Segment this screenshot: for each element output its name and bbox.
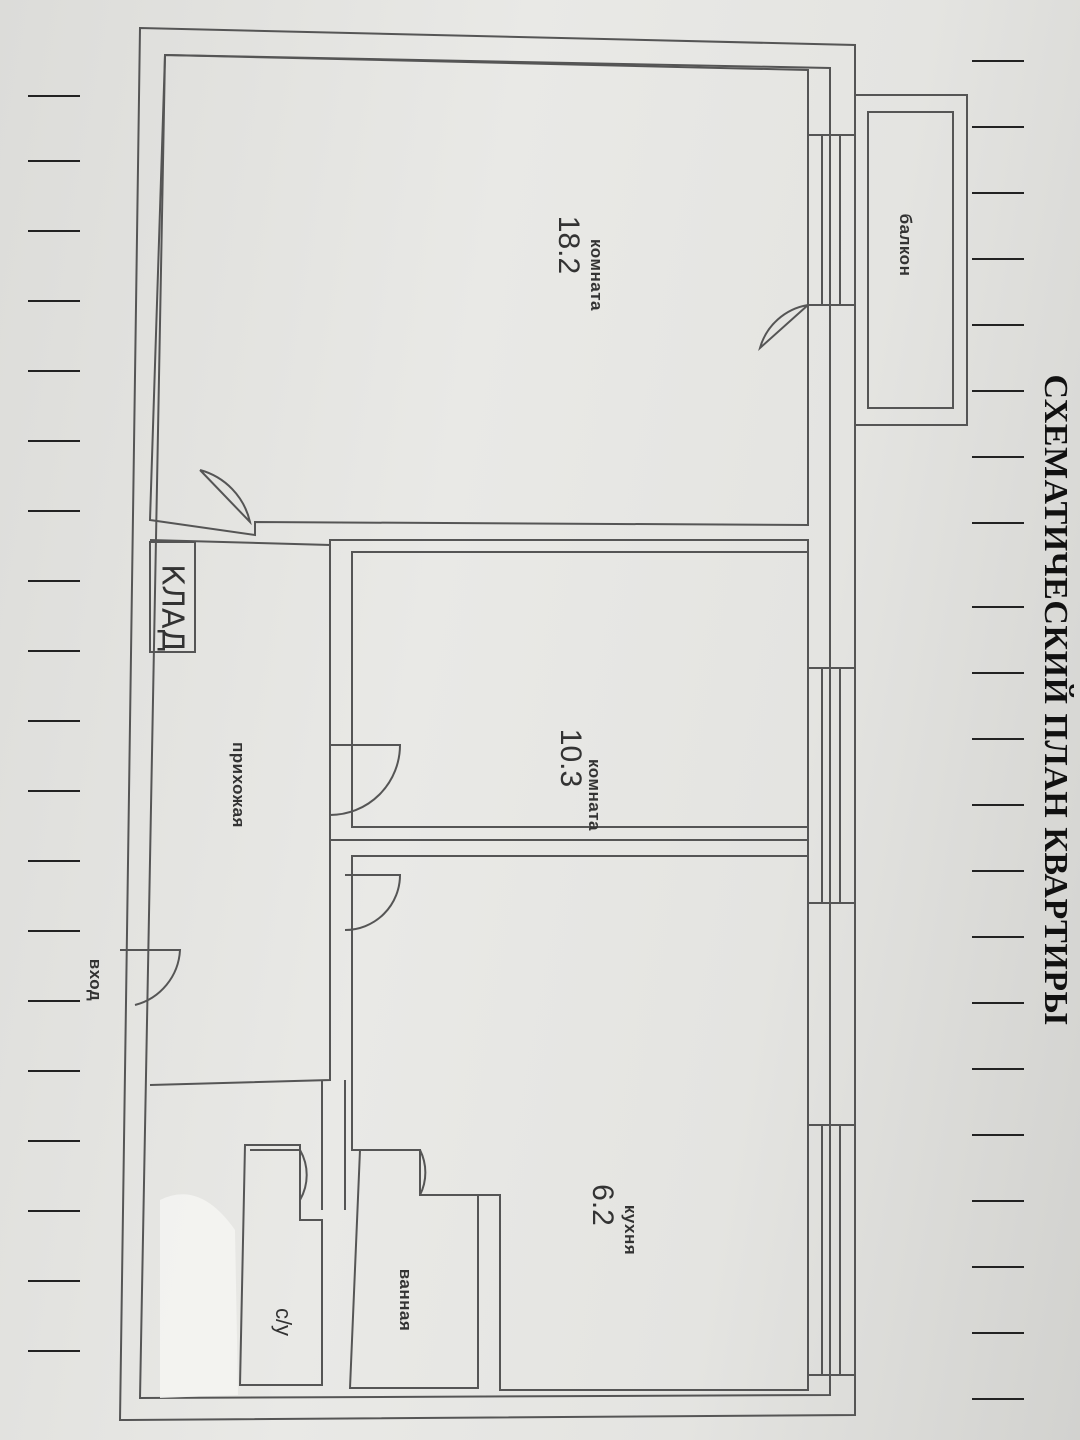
room2-area: 10.3	[554, 728, 587, 788]
bath-label: ванная	[396, 1268, 415, 1332]
entrance-label: вход	[86, 958, 105, 1002]
room1-area: 18.2	[552, 215, 585, 275]
kitchen-walls	[351, 855, 809, 1391]
room1-walls	[148, 53, 809, 537]
balcony-inner	[867, 111, 954, 409]
room1-name: комната	[587, 238, 606, 312]
hall-label: прихожая	[229, 742, 248, 828]
doors	[120, 304, 809, 1201]
paper-wear	[160, 1194, 238, 1398]
storage-label: КЛАД	[154, 564, 190, 652]
wc-label: с/у	[271, 1307, 296, 1337]
corridor-wall	[321, 1080, 346, 1210]
hall-walls	[149, 539, 331, 1086]
outer-wall-outer	[118, 26, 856, 1422]
wc-walls	[238, 1144, 323, 1386]
plan-title: СХЕМАТИЧЕСКИЙ ПЛАН КВАРТИРЫ	[1037, 374, 1074, 1026]
kitchen-name: кухня	[621, 1204, 640, 1256]
balcony-label: балкон	[896, 213, 915, 277]
room2-name: комната	[585, 758, 604, 832]
kitchen-area: 6.2	[586, 1184, 619, 1226]
room2-outer	[329, 539, 809, 841]
storage-box	[149, 541, 196, 653]
windows	[807, 134, 856, 1376]
